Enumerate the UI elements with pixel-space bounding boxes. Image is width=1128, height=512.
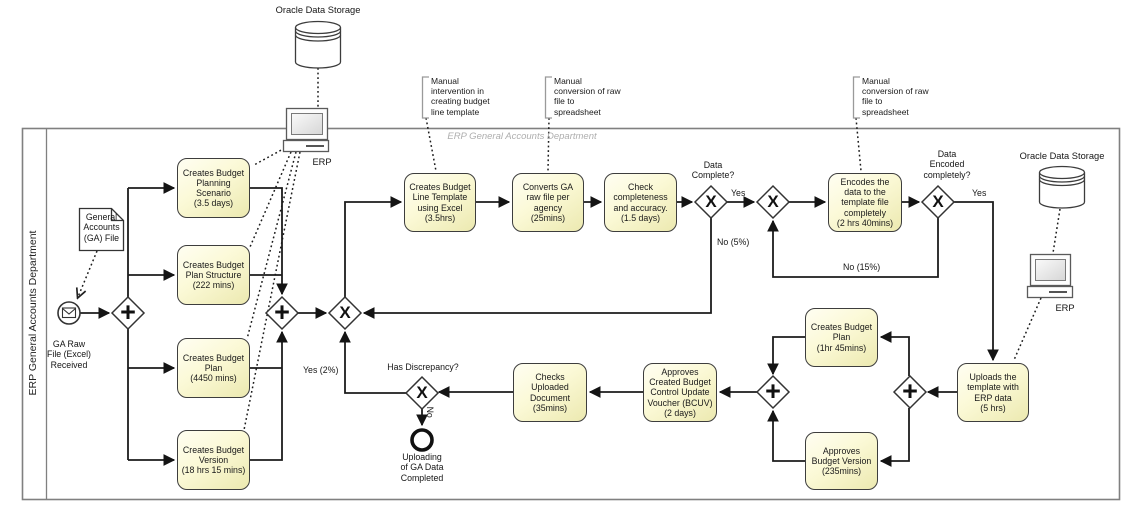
database-icon-right bbox=[1038, 165, 1086, 209]
gateway-data-complete-shape bbox=[693, 184, 729, 220]
gateway-data-encoded: X bbox=[932, 192, 944, 211]
task-creates-budget-plan-2: Creates Budget Plan (1hr 45mins) bbox=[805, 308, 878, 367]
annotation-manual-conversion-2: Manual conversion of raw file to spreads… bbox=[862, 76, 929, 117]
gateway-parallel-join: + bbox=[274, 296, 290, 327]
edge-label-data-complete: Data Complete? bbox=[691, 160, 735, 181]
sequence-flows bbox=[80, 182, 999, 467]
task-creates-budget-line-template: Creates Budget Line Template using Excel… bbox=[404, 173, 476, 232]
erp-label-right: ERP bbox=[1055, 303, 1075, 313]
task-creates-budget-plan: Creates Budget Plan (4450 mins) bbox=[177, 338, 250, 398]
gateway-has-discrepancy-shape bbox=[404, 375, 440, 411]
gateway-shapes bbox=[110, 184, 956, 411]
edge-label-yes-2pct: Yes (2%) bbox=[303, 365, 339, 375]
gateway-merge-x-2: X bbox=[767, 192, 779, 211]
start-event-label: GA Raw File (Excel) Received bbox=[47, 339, 91, 370]
annotation-manual-intervention: Manual intervention in creating budget l… bbox=[431, 76, 490, 117]
gateway-parallel-split-shape bbox=[110, 295, 146, 331]
document-shape bbox=[78, 207, 125, 252]
task-creates-budget-version: Creates Budget Version (18 hrs 15 mins) bbox=[177, 430, 250, 490]
gateway-data-encoded-shape bbox=[920, 184, 956, 220]
start-event bbox=[57, 301, 81, 325]
task-creates-budget-plan-structure: Creates Budget Plan Structure (222 mins) bbox=[177, 245, 250, 305]
pool-boundary bbox=[21, 127, 1121, 501]
task-creates-budget-planning-scenario: Creates Budget Planning Scenario (3.5 da… bbox=[177, 158, 250, 218]
gateway-parallel-split: + bbox=[120, 296, 136, 327]
data-associations bbox=[78, 68, 1061, 431]
gateway-merge-shape bbox=[327, 295, 363, 331]
task-uploads-template-erp-data: Uploads the template with ERP data (5 hr… bbox=[957, 363, 1029, 422]
task-checks-uploaded-document: Checks Uploaded Document (35mins) bbox=[513, 363, 587, 422]
task-approves-bcuv: Approves Created Budget Control Update V… bbox=[643, 363, 717, 422]
erp-label-left: ERP bbox=[312, 157, 332, 167]
gateway-parallel-join2-shape bbox=[755, 374, 791, 410]
gateway-data-complete: X bbox=[705, 192, 717, 211]
gateway-parallel-join-2: + bbox=[765, 375, 781, 406]
task-approves-budget-version: Approves Budget Version (235mins) bbox=[805, 432, 878, 490]
oracle-data-storage-label-right: Oracle Data Storage bbox=[1019, 151, 1105, 161]
end-event-label: Uploading of GA Data Completed bbox=[400, 452, 444, 483]
lane-label: ERP General Accounts Department bbox=[27, 230, 39, 396]
edge-label-yes-1: Yes bbox=[731, 188, 746, 198]
pool-inner-label: ERP General Accounts Department bbox=[447, 131, 597, 142]
edge-label-data-encoded: Data Encoded completely? bbox=[923, 149, 971, 180]
task-converts-ga-raw-file: Converts GA raw file per agency (25mins) bbox=[512, 173, 584, 232]
gateway-has-discrepancy: X bbox=[416, 383, 428, 402]
oracle-data-storage-label-top: Oracle Data Storage bbox=[275, 5, 361, 15]
computer-icon-left bbox=[282, 107, 330, 153]
document-label: General Accounts (GA) File bbox=[83, 212, 120, 243]
edge-label-yes-2: Yes bbox=[972, 188, 987, 198]
gateway-parallel-split2-shape bbox=[892, 374, 928, 410]
end-event bbox=[410, 428, 434, 452]
task-check-completeness: Check completeness and accuracy. (1.5 da… bbox=[604, 173, 677, 232]
annotation-manual-conversion-1: Manual conversion of raw file to spreads… bbox=[554, 76, 621, 117]
task-encodes-data-to-template: Encodes the data to the template file co… bbox=[828, 173, 902, 232]
gateway-merge-x: X bbox=[339, 303, 351, 322]
gateway-merge2-shape bbox=[755, 184, 791, 220]
database-icon-top bbox=[294, 20, 342, 69]
computer-icon-right bbox=[1026, 253, 1074, 299]
gateway-parallel-join-shape bbox=[264, 295, 300, 331]
edge-label-no-end: No bbox=[425, 406, 436, 418]
annotation-brackets bbox=[421, 76, 860, 119]
edge-label-no-5pct: No (5%) bbox=[717, 237, 750, 247]
edge-label-no-15pct: No (15%) bbox=[843, 262, 881, 272]
gateway-parallel-split-2: + bbox=[902, 375, 918, 406]
edge-label-has-discrepancy: Has Discrepancy? bbox=[387, 362, 459, 372]
